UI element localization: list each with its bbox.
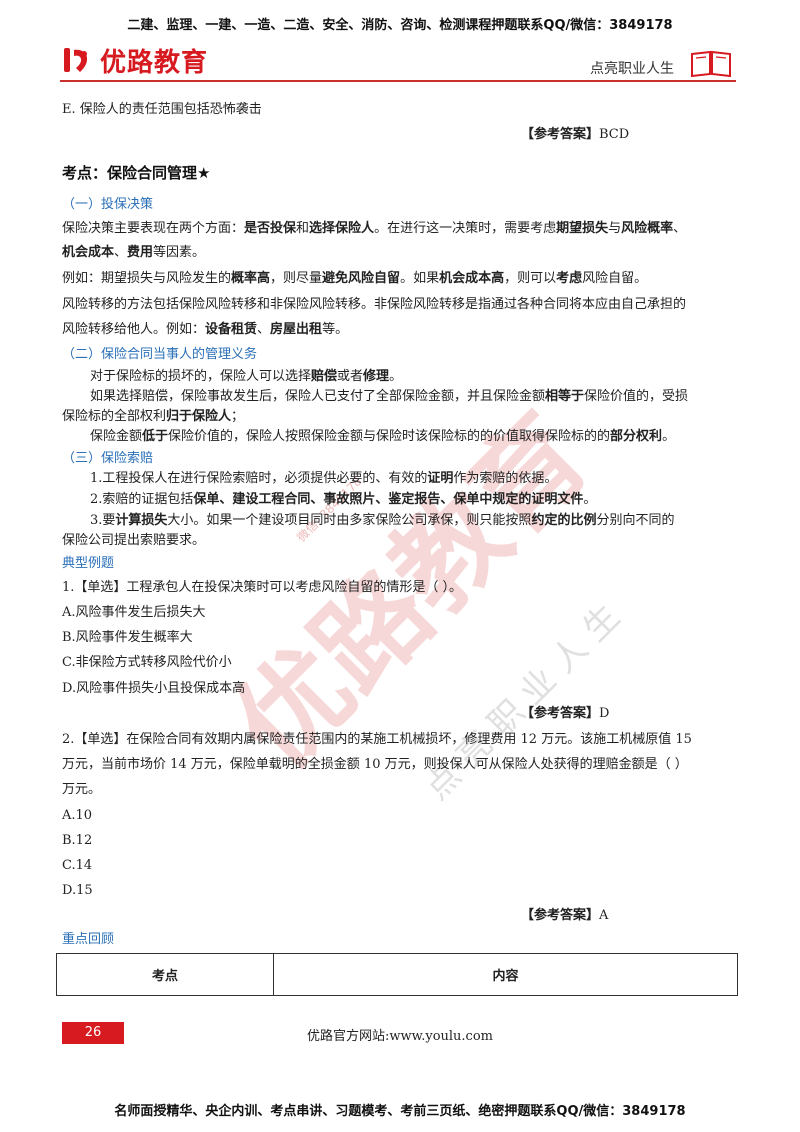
table-header-content: 内容 <box>273 953 738 996</box>
section-2-title: （二）保险合同当事人的管理义务 <box>62 347 258 362</box>
logo-text: 优路教育 <box>100 47 209 78</box>
footer-site: 优路官方网站:www.youlu.com <box>307 1029 493 1044</box>
q1-option-c: C.非保险方式转移风险代价小 <box>62 655 232 670</box>
s1-paragraph-1: 保险决策主要表现在两个方面：是否投保和选择保险人。在进行这一决策时，需要考虑期望… <box>62 221 687 236</box>
section-3-title: （三）保险索赔 <box>62 451 154 466</box>
header-divider <box>60 80 736 82</box>
q2-answer: 【参考答案】A <box>521 908 609 923</box>
s1-paragraph-2: 例如：期望损失与风险发生的概率高，则尽量避免风险自留。如果机会成本高，则可以考虑… <box>62 271 648 286</box>
s1-paragraph-3: 风险转移的方法包括保险风险转移和非保险风险转移。非保险风险转移是指通过各种合同将… <box>62 297 687 312</box>
q1-option-a: A.风险事件发生后损失大 <box>62 605 206 620</box>
book-icon <box>690 48 732 78</box>
logo-mark-icon <box>62 44 94 76</box>
s2-paragraph-3: 保险金额低于保险价值的，保险人按照保险金额与保险时该保险标的的价值取得保险标的的… <box>90 429 676 444</box>
q1-stem: 1.【单选】工程承包人在投保决策时可以考虑风险自留的情形是（ ）。 <box>62 580 463 595</box>
q2-stem-line-1: 2.【单选】在保险合同有效期内属保险责任范围内的某施工机械损坏，修理费用 12 … <box>62 732 692 747</box>
q2-option-d: D.15 <box>62 883 93 898</box>
section-1-title: （一）投保决策 <box>62 197 154 212</box>
table-header-topic: 考点 <box>56 953 274 996</box>
slogan: 点亮职业人生 <box>590 61 674 77</box>
watermark-side-text: 点 亮 职 业 人 生 <box>417 597 628 808</box>
q2-stem-line-3: 万元。 <box>62 782 102 797</box>
examples-title: 典型例题 <box>62 556 115 571</box>
option-e: E. 保险人的责任范围包括恐怖袭击 <box>62 102 262 117</box>
s3-item-2: 2.索赔的证据包括保单、建设工程合同、事故照片、鉴定报告、保单中规定的证明文件。 <box>90 492 597 507</box>
page-number: 26 <box>62 1022 124 1044</box>
answer-prev: 【参考答案】BCD <box>521 127 630 142</box>
s2-paragraph-2: 如果选择赔偿，保险事故发生后，保险人已支付了全部保险金额，并且保险金额相等于保险… <box>90 389 689 404</box>
q1-answer: 【参考答案】D <box>521 706 610 721</box>
review-title: 重点回顾 <box>62 932 115 947</box>
logo: 优路教育 <box>62 42 208 78</box>
s3-item-3: 3.要计算损失大小。如果一个建设项目同时由多家保险公司承保，则只能按照约定的比例… <box>90 513 675 528</box>
q2-option-b: B.12 <box>62 833 93 848</box>
bottom-banner: 名师面授精华、央企内训、考点串讲、习题模考、考前三页纸、绝密押题联系QQ/微信：… <box>114 1104 686 1119</box>
s2-paragraph-2-cont: 保险标的全部权利归于保险人； <box>62 409 245 424</box>
s1-paragraph-1-cont: 机会成本、费用等因素。 <box>62 245 206 260</box>
s1-paragraph-3-cont: 风险转移给他人。例如：设备租赁、房屋出租等。 <box>62 322 349 337</box>
s3-item-3-cont: 保险公司提出索赔要求。 <box>62 533 206 548</box>
q1-option-b: B.风险事件发生概率大 <box>62 630 193 645</box>
q2-stem-line-2: 万元，当前市场价 14 万元，保险单载明的全损金额 10 万元，则投保人可从保险… <box>62 757 688 772</box>
q2-option-a: A.10 <box>62 808 93 823</box>
s2-paragraph-1: 对于保险标的损坏的，保险人可以选择赔偿或者修理。 <box>90 369 403 384</box>
q1-option-d: D.风险事件损失小且投保成本高 <box>62 681 246 696</box>
s3-item-1: 1.工程投保人在进行保险索赔时，必须提供必要的、有效的证明作为索赔的依据。 <box>90 471 558 486</box>
top-banner: 二建、监理、一建、一造、二造、安全、消防、咨询、检测课程押题联系QQ/微信：38… <box>127 18 673 33</box>
review-table: 考点 内容 <box>56 953 738 996</box>
q2-option-c: C.14 <box>62 858 93 873</box>
topic-title: 考点：保险合同管理★ <box>62 164 211 182</box>
